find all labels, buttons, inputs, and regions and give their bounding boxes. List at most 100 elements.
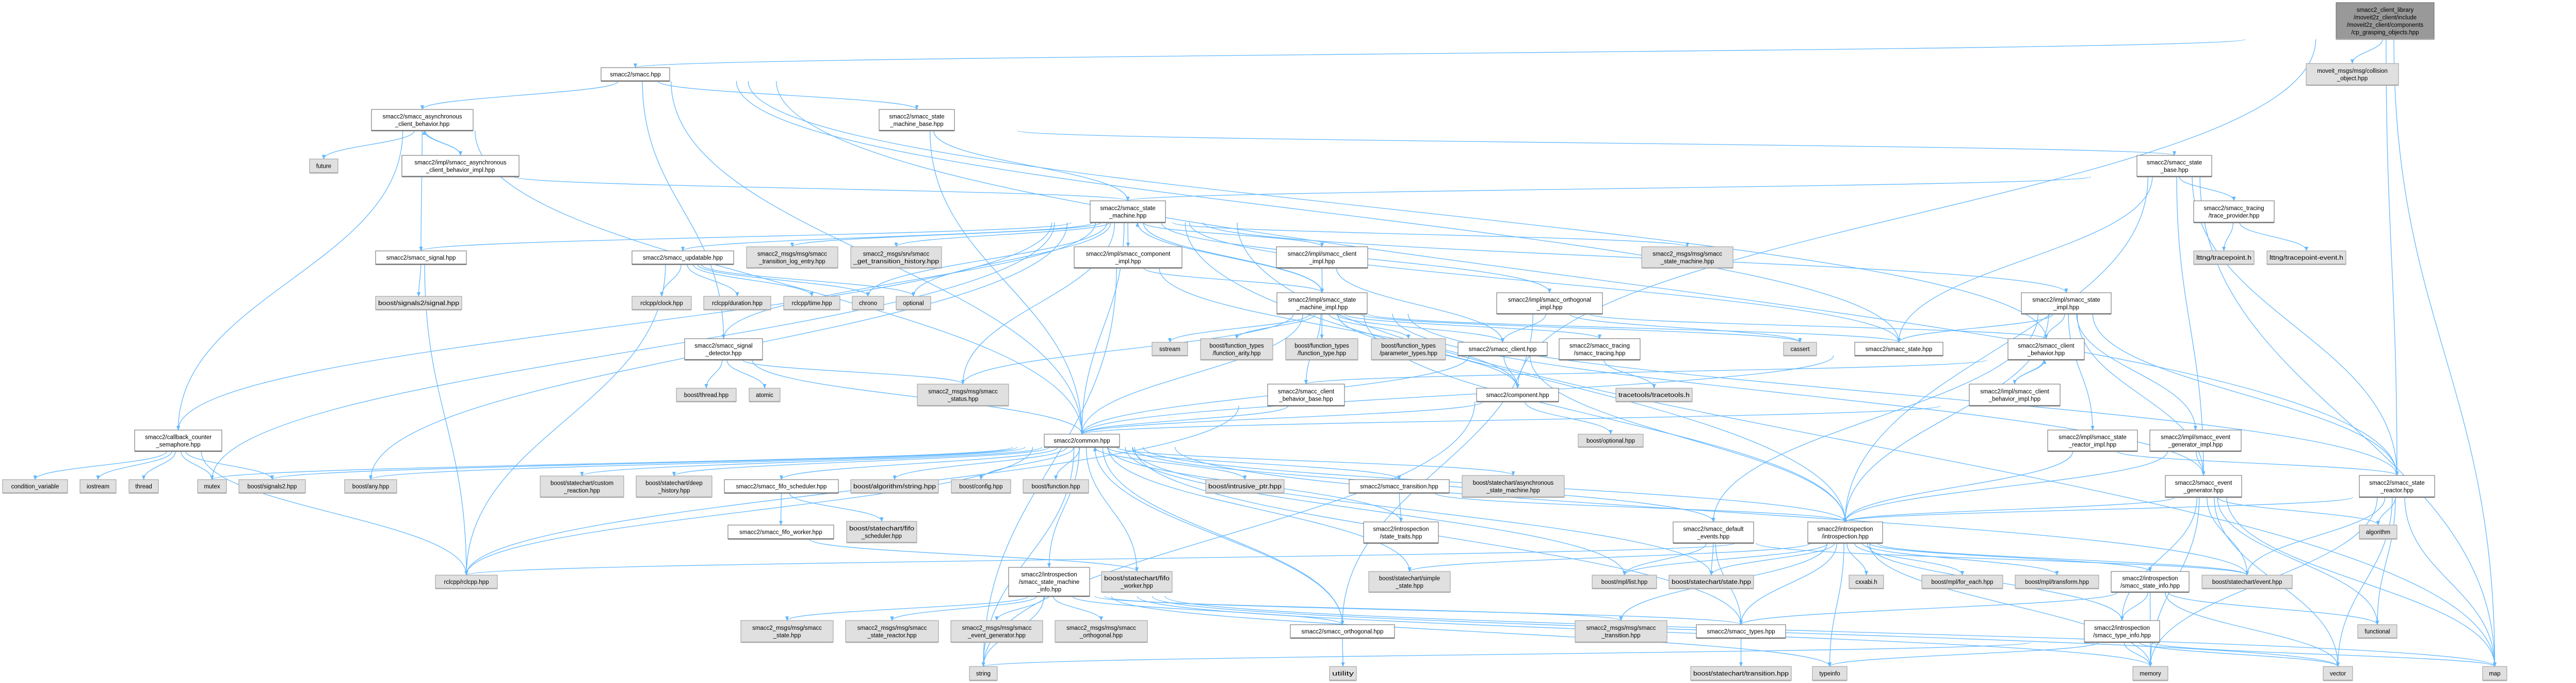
node-types[interactable]: smacc2/smacc_types.hpp — [1696, 624, 1786, 639]
node-get_hist[interactable]: smacc2_msgs/srv/smacc_get_transition_his… — [850, 246, 942, 269]
node-simple_state[interactable]: boost/statechart/simple_state.hpp — [1368, 571, 1451, 593]
node-custom[interactable]: boost/statechart/custom_reaction.hpp — [540, 475, 624, 498]
node-algstr[interactable]: boost/algorithm/string.hpp — [850, 479, 939, 494]
node-msg_eg[interactable]: smacc2_msgs/msg/smacc_event_generator.hp… — [950, 620, 1043, 643]
node-target[interactable]: smacc2_client_library/moveit2z_client/in… — [2336, 2, 2435, 40]
node-map[interactable]: map — [2482, 666, 2507, 681]
node-sc_fifo_sched[interactable]: boost/statechart/fifo_scheduler.hpp — [846, 521, 917, 544]
node-fifo_sched[interactable]: smacc2/smacc_fifo_scheduler.hpp — [724, 479, 839, 494]
node-eg_impl[interactable]: smacc2/impl/smacc_event_generator_impl.h… — [2149, 430, 2242, 452]
node-rclcpp[interactable]: rclcpp/rclcpp.hpp — [435, 575, 498, 590]
node-collision[interactable]: moveit_msgs/msg/collision_object.hpp — [2306, 63, 2399, 86]
node-algorithm[interactable]: algorithm — [2359, 525, 2397, 540]
node-sr_impl[interactable]: smacc2/impl/smacc_state_reactor_impl.hpp — [2047, 430, 2138, 452]
node-sig2signal[interactable]: boost/signals2/signal.hpp — [375, 296, 462, 311]
node-cassert[interactable]: cassert — [1783, 342, 1817, 357]
node-cb_impl[interactable]: smacc2/impl/smacc_client_behavior_impl.h… — [1969, 384, 2061, 407]
node-sreactor[interactable]: smacc2/smacc_state_reactor.hpp — [2359, 475, 2435, 498]
node-signals2[interactable]: boost/signals2.hpp — [238, 479, 306, 494]
node-state_traits[interactable]: smacc2/introspection/state_traits.hpp — [1363, 521, 1439, 544]
node-event[interactable]: boost/statechart/event.hpp — [2201, 575, 2293, 590]
node-clock[interactable]: rclcpp/clock.hpp — [631, 296, 692, 311]
node-typeinfo[interactable]: typeinfo — [1812, 666, 1848, 681]
node-string[interactable]: string — [969, 666, 998, 681]
node-cxxabi[interactable]: cxxabi.h — [1849, 575, 1884, 590]
node-atomic[interactable]: atomic — [749, 388, 781, 403]
node-comp_impl[interactable]: smacc2/impl/smacc_component_impl.hpp — [1074, 246, 1182, 269]
node-config[interactable]: boost/config.hpp — [951, 479, 1011, 494]
node-introspection[interactable]: smacc2/introspection/introspection.hpp — [1807, 521, 1883, 544]
node-iostream[interactable]: iostream — [79, 479, 117, 494]
node-functional[interactable]: functional — [2357, 624, 2397, 639]
node-client[interactable]: smacc2/smacc_client.hpp — [1457, 342, 1548, 357]
node-state_info[interactable]: smacc2/introspection/smacc_state_info.hp… — [2111, 571, 2190, 593]
node-ptypes[interactable]: boost/function_types/parameter_types.hpp — [1371, 338, 1446, 361]
node-time[interactable]: rclcpp/time.hpp — [783, 296, 840, 311]
node-state_impl[interactable]: smacc2/impl/smacc_state_impl.hpp — [2021, 292, 2112, 315]
node-updatable[interactable]: smacc2/smacc_updatable.hpp — [631, 250, 734, 265]
node-type_info[interactable]: smacc2/introspection/smacc_type_info.hpp — [2084, 620, 2160, 643]
node-fifo_worker[interactable]: smacc2/smacc_fifo_worker.hpp — [727, 525, 834, 540]
node-sm_base[interactable]: smacc2/smacc_state_machine_base.hpp — [879, 109, 955, 132]
node-common[interactable]: smacc2/common.hpp — [1044, 434, 1120, 448]
node-signal[interactable]: smacc2/smacc_signal.hpp — [375, 250, 467, 265]
node-lttng_tpe[interactable]: lttng/tracepoint-event.h — [2266, 250, 2346, 265]
node-utility[interactable]: utility — [1329, 666, 1357, 681]
node-cb[interactable]: smacc2/smacc_client_behavior.hpp — [2007, 338, 2085, 361]
node-default_ev[interactable]: smacc2/smacc_default_events.hpp — [1673, 521, 1754, 544]
node-orth_impl[interactable]: smacc2/impl/smacc_orthogonal_impl.hpp — [1496, 292, 1603, 315]
node-vector[interactable]: vector — [2323, 666, 2353, 681]
node-eventgen[interactable]: smacc2/smacc_event_generator.hpp — [2165, 475, 2242, 498]
node-deep[interactable]: boost/statechart/deep_history.hpp — [636, 475, 712, 498]
node-mpl_list[interactable]: boost/mpl/list.hpp — [1592, 575, 1657, 590]
node-log_entry[interactable]: smacc2_msgs/msg/smacc_transition_log_ent… — [746, 246, 838, 269]
node-duration[interactable]: rclcpp/duration.hpp — [703, 296, 771, 311]
node-tracing[interactable]: smacc2/smacc_tracing/smacc_tracing.hpp — [1559, 338, 1641, 361]
node-optional[interactable]: optional — [896, 296, 931, 311]
node-sm_impl[interactable]: smacc2/impl/smacc_state_machine_impl.hpp — [1276, 292, 1368, 315]
node-sc_state[interactable]: boost/statechart/state.hpp — [1668, 575, 1754, 590]
node-async_impl[interactable]: smacc2/impl/smacc_asynchronous_client_be… — [401, 155, 520, 178]
node-thread[interactable]: thread — [128, 479, 159, 494]
node-trace_provider[interactable]: smacc2/smacc_tracing/trace_provider.hpp — [2193, 200, 2275, 224]
node-any[interactable]: boost/any.hpp — [344, 479, 397, 494]
node-lttng_tp[interactable]: lttng/tracepoint.h — [2193, 250, 2255, 265]
node-sc_fifo_worker[interactable]: boost/statechart/fifo_worker.hpp — [1101, 571, 1173, 593]
node-transition[interactable]: smacc2/smacc_transition.hpp — [1349, 479, 1450, 494]
node-for_each[interactable]: boost/mpl/for_each.hpp — [1921, 575, 2003, 590]
node-thread_b[interactable]: boost/thread.hpp — [676, 388, 737, 403]
node-msg_trans[interactable]: smacc2_msgs/msg/smacc_transition.hpp — [1575, 620, 1667, 643]
node-sc_trans[interactable]: boost/statechart/transition.hpp — [1690, 666, 1792, 681]
node-component[interactable]: smacc2/component.hpp — [1476, 388, 1559, 403]
node-mutex[interactable]: mutex — [197, 479, 227, 494]
node-tracetools[interactable]: tracetools/tracetools.h — [1615, 388, 1693, 403]
node-function[interactable]: boost/function.hpp — [1023, 479, 1089, 494]
node-smacc[interactable]: smacc2/smacc.hpp — [601, 67, 670, 82]
node-intrusive[interactable]: boost/intrusive_ptr.hpp — [1205, 479, 1285, 494]
node-msg_state[interactable]: smacc2_msgs/msg/smacc_state.hpp — [740, 620, 834, 643]
node-sstream[interactable]: sstream — [1152, 342, 1188, 357]
node-transform[interactable]: boost/mpl/transform.hpp — [2015, 575, 2099, 590]
node-ccs[interactable]: smacc2/callback_counter_semaphore.hpp — [134, 430, 222, 452]
node-sig_det[interactable]: smacc2/smacc_signal_detector.hpp — [684, 338, 763, 361]
node-msg_sr[interactable]: smacc2_msgs/msg/smacc_state_reactor.hpp — [845, 620, 939, 643]
node-msg_sm[interactable]: smacc2_msgs/msg/smacc_state_machine.hpp — [1641, 246, 1733, 269]
node-chrono[interactable]: chrono — [852, 296, 884, 311]
node-state_base[interactable]: smacc2/smacc_state_base.hpp — [2136, 155, 2212, 178]
node-async_sm[interactable]: boost/statechart/asynchronous_state_mach… — [1462, 475, 1565, 498]
node-sm_info[interactable]: smacc2/introspection/smacc_state_machine… — [1008, 567, 1090, 597]
node-status[interactable]: smacc2_msgs/msg/smacc_status.hpp — [917, 384, 1009, 407]
node-arity[interactable]: boost/function_types/function_arity.hpp — [1200, 338, 1273, 361]
node-ftype[interactable]: boost/function_types/function_type.hpp — [1285, 338, 1358, 361]
node-orthogonal[interactable]: smacc2/smacc_orthogonal.hpp — [1290, 624, 1395, 639]
node-memory[interactable]: memory — [2132, 666, 2168, 681]
node-msg_orth[interactable]: smacc2_msgs/msg/smacc_orthogonal.hpp — [1055, 620, 1148, 643]
node-opt_b[interactable]: boost/optional.hpp — [1578, 434, 1644, 448]
node-condvar[interactable]: condition_variable — [2, 479, 68, 494]
node-async_cb[interactable]: smacc2/smacc_asynchronous_client_behavio… — [371, 109, 474, 132]
node-cb_base[interactable]: smacc2/smacc_client_behavior_base.hpp — [1267, 384, 1345, 407]
node-sm[interactable]: smacc2/smacc_state_machine.hpp — [1090, 200, 1166, 224]
node-state[interactable]: smacc2/smacc_state.hpp — [1854, 342, 1943, 357]
node-future[interactable]: future — [309, 158, 338, 174]
node-client_impl[interactable]: smacc2/impl/smacc_client_impl.hpp — [1276, 246, 1368, 269]
